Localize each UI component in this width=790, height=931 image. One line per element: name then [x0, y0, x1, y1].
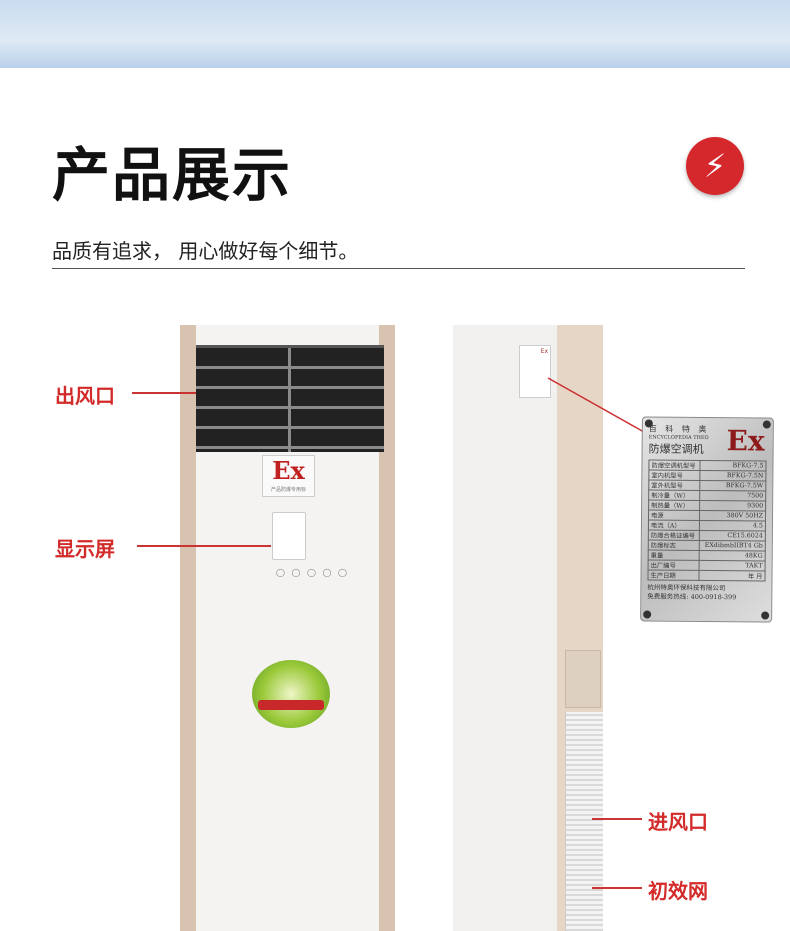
divider: [52, 268, 745, 269]
callout-filter: 初效网: [648, 879, 708, 903]
nameplate-cell: 7500: [699, 490, 766, 502]
callout-display: 显示屏: [55, 537, 115, 561]
page-title: 产品展示: [52, 141, 293, 209]
nameplate-cell: 室外机型号: [648, 479, 701, 491]
callout-line: [547, 377, 645, 433]
nameplate-cell: EXdibmbIIBT4 Gb: [699, 540, 766, 552]
nameplate-cell: TAKT: [699, 560, 766, 572]
callout-line: [592, 818, 642, 820]
nameplate: 百 科 特 奥 ENCYCLOPEDIA THEO 防爆空调机 Ex 防爆空调机…: [640, 416, 774, 623]
nameplate-row: 制冷量（W）7500: [648, 489, 766, 502]
nameplate-cell: 防爆空调机型号: [648, 459, 701, 471]
nameplate-cell: 电流（A）: [648, 519, 700, 531]
nameplate-cell: 防爆标志: [648, 539, 700, 551]
nameplate-row: 制热量（W）9300: [648, 499, 766, 512]
nameplate-sticker: Ex: [519, 345, 551, 398]
nameplate-cell: 防爆合格证编号: [648, 529, 700, 541]
nameplate-cell: 出厂编号: [648, 559, 700, 571]
callout-line: [132, 392, 196, 394]
nameplate-hotline: 免费服务热线: 400-0918-399: [647, 592, 737, 602]
display-panel: [272, 512, 306, 560]
nameplate-cell: 重量: [648, 549, 700, 561]
nameplate-cell: CE15.6024: [699, 530, 766, 542]
air-outlet-grille: [196, 345, 384, 452]
nameplate-cell: BFKG-7.5W: [699, 480, 766, 492]
filter-mesh: [565, 712, 603, 931]
page-subtitle: 品质有追求， 用心做好每个细节。: [52, 239, 359, 263]
nameplate-cell: 电源: [648, 509, 700, 521]
sky-banner: [0, 0, 790, 68]
nameplate-row: 电流（A）4.5: [648, 519, 766, 532]
control-buttons: ◯ ◯ ◯ ◯ ◯: [276, 568, 349, 577]
nameplate-cell: 制冷量（W）: [648, 489, 700, 501]
nameplate-cell: 年 月: [699, 570, 766, 582]
intake-cover: [565, 650, 601, 708]
energy-saving-band: [258, 700, 324, 710]
callout-inlet: 进风口: [648, 810, 708, 834]
nameplate-cell: BFKG-7.5N: [700, 470, 766, 482]
callout-line: [592, 887, 642, 889]
nameplate-cell: 生产日期: [647, 569, 700, 581]
nameplate-cell: 室内机型号: [648, 469, 701, 481]
callout-outlet: 出风口: [55, 384, 115, 408]
callout-line: [137, 545, 271, 547]
nameplate-cell: 9300: [699, 500, 766, 512]
nameplate-cell: 48KG: [699, 550, 766, 562]
nameplate-cell: BFKG-7.5: [700, 460, 767, 472]
nameplate-cell: 380V 50HZ: [699, 510, 766, 522]
nameplate-cell: 制热量（W）: [648, 499, 700, 511]
energy-saving-badge: [252, 660, 330, 728]
lightning-icon: ⚡: [686, 137, 744, 195]
nameplate-row: 生产日期年 月: [647, 569, 766, 582]
nameplate-ex: Ex: [726, 424, 765, 458]
nameplate-cell: 4.5: [699, 520, 766, 532]
